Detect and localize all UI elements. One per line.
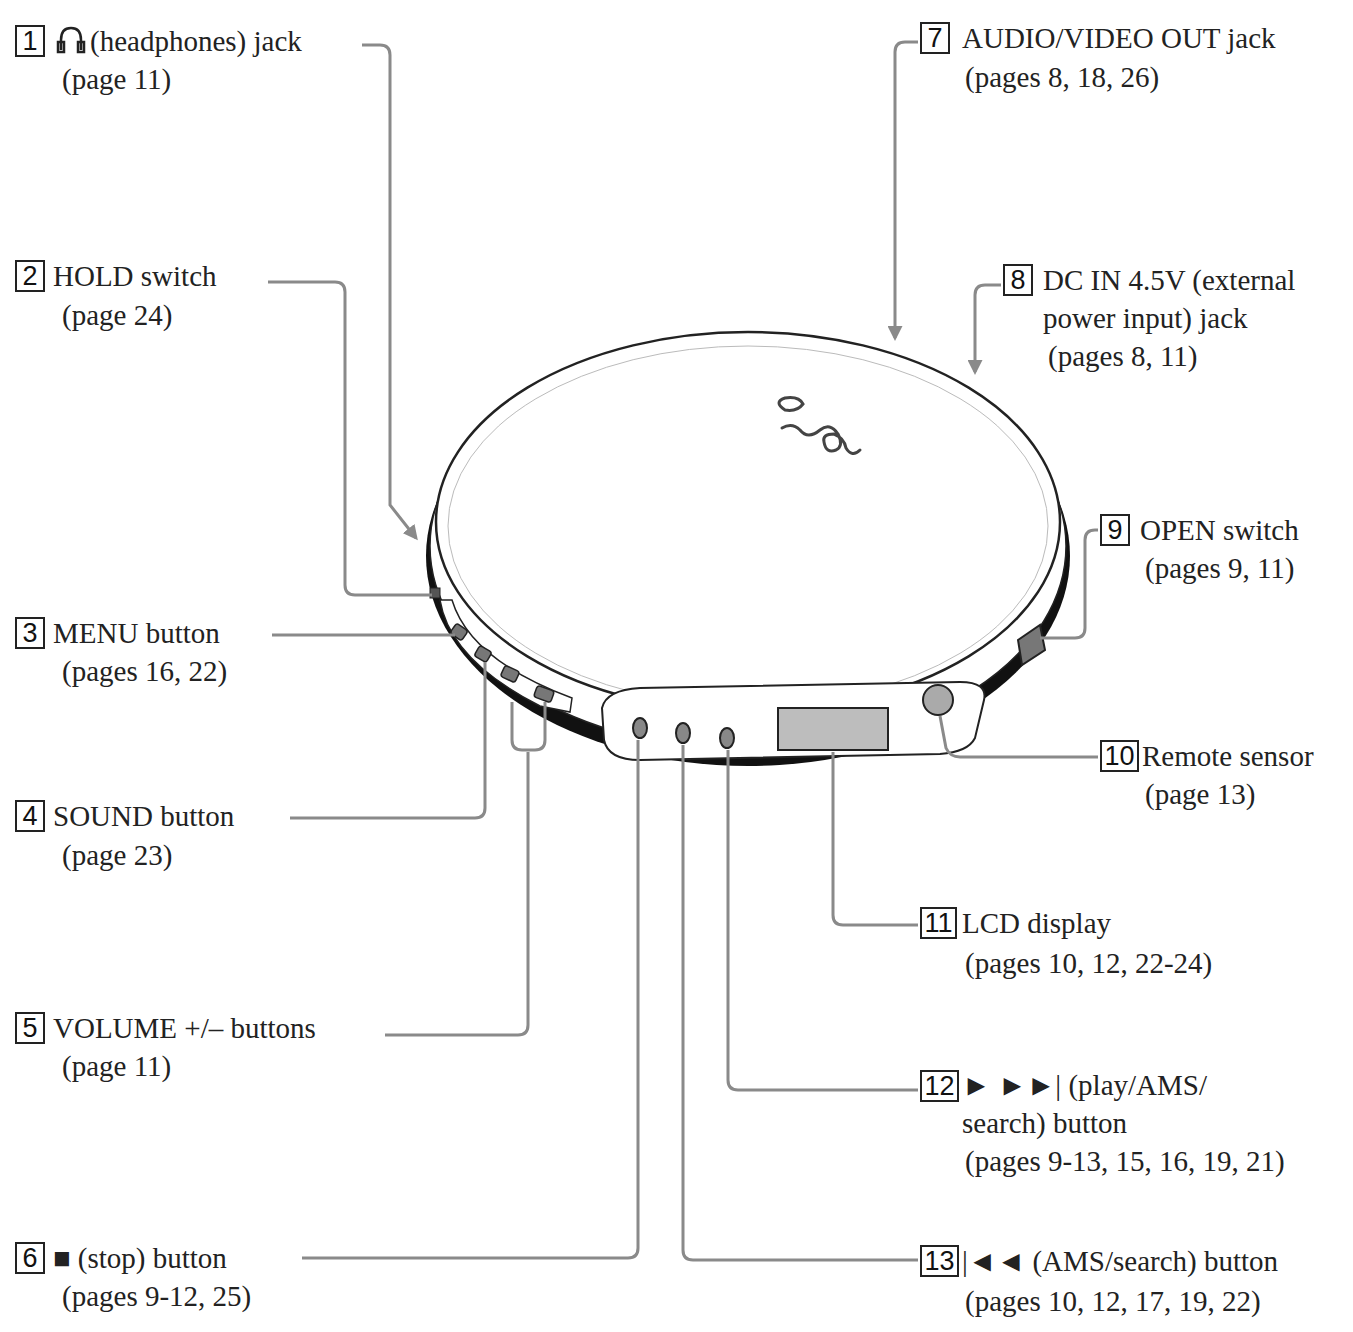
callout-number-text: 2 [22, 261, 37, 291]
callout-number: 12 [920, 1070, 959, 1102]
part-name: |◄◄ (AMS/search) button [962, 1242, 1278, 1280]
callout-number: 3 [15, 617, 45, 649]
part-name: LCD display [962, 904, 1111, 942]
callout-number-text: 6 [22, 1243, 37, 1273]
page-reference: (page 13) [1145, 775, 1255, 813]
leader-line [975, 285, 1001, 372]
callout-number-text: 3 [22, 618, 37, 648]
part-name: Remote sensor [1142, 737, 1314, 775]
part-name: ■ (stop) button [53, 1239, 227, 1277]
walkman-logo [779, 398, 860, 454]
leader-line [290, 662, 485, 818]
page-reference: (pages 9-12, 25) [62, 1277, 251, 1315]
page-reference: (page 24) [62, 296, 172, 334]
callout-number-text: 8 [1010, 265, 1025, 295]
callout-number-text: 9 [1107, 515, 1122, 545]
side-panel [440, 600, 572, 712]
lcd-display [778, 708, 888, 750]
callout-number-text: 7 [927, 23, 942, 53]
callout-number: 10 [1100, 740, 1139, 772]
page-reference: (pages 16, 22) [62, 652, 227, 690]
leader-line [683, 745, 918, 1260]
callout-number-text: 5 [22, 1013, 37, 1043]
leader-line [385, 752, 528, 1035]
page-reference: (page 11) [62, 1047, 171, 1085]
open-switch [1018, 625, 1045, 665]
leader-line [728, 750, 918, 1090]
callout-number-text: 11 [924, 908, 952, 938]
leader-line [1040, 530, 1098, 638]
part-name: MENU button [53, 614, 220, 652]
cd-player [426, 332, 1070, 766]
volume-plus-button [500, 665, 520, 683]
callout-number-text: 10 [1104, 741, 1134, 771]
stop-button [633, 718, 647, 738]
part-name: VOLUME +/– buttons [53, 1009, 316, 1047]
page-reference: (pages 10, 12, 22-24) [965, 944, 1212, 982]
callout-number: 1 [15, 25, 45, 57]
page-reference: (pages 9-13, 15, 16, 19, 21) [965, 1142, 1285, 1180]
play-button [720, 728, 734, 748]
callout-number: 8 [1003, 264, 1033, 296]
lid-edge [448, 346, 1048, 706]
part-name: ► ►►| (play/AMS/ search) button [962, 1066, 1262, 1142]
callout-number: 13 [920, 1245, 959, 1277]
callout-number: 5 [15, 1012, 45, 1044]
callout-number-text: 4 [22, 801, 37, 831]
leader-line [268, 282, 432, 595]
leader-line [940, 716, 1098, 757]
callout-number-text: 12 [924, 1071, 954, 1101]
page-reference: (page 11) [62, 60, 171, 98]
page-reference: (pages 8, 11) [1048, 337, 1198, 375]
leader-line [362, 45, 416, 538]
page-reference: (pages 8, 18, 26) [965, 58, 1159, 96]
part-name: SOUND button [53, 797, 234, 835]
leader-line [302, 740, 638, 1258]
part-name: (headphones) jack [90, 22, 302, 60]
lid [436, 332, 1060, 712]
part-name: OPEN switch [1140, 511, 1299, 549]
callout-number: 2 [15, 260, 45, 292]
callout-number-text: 1 [22, 26, 37, 56]
page-reference: (page 23) [62, 836, 172, 874]
page-reference: (pages 9, 11) [1145, 549, 1295, 587]
part-name: DC IN 4.5V (external power input) jack [1043, 261, 1348, 337]
front-panel [602, 682, 985, 760]
callout-number: 6 [15, 1242, 45, 1274]
callout-number: 4 [15, 800, 45, 832]
part-name: AUDIO/VIDEO OUT jack [962, 19, 1276, 57]
leader-line [895, 42, 918, 338]
sound-button [474, 645, 492, 662]
callout-number: 11 [920, 907, 957, 939]
callout-number-text: 13 [924, 1246, 954, 1276]
page-reference: (pages 10, 12, 17, 19, 22) [965, 1282, 1261, 1320]
part-name: HOLD switch [53, 257, 217, 295]
ams-button [676, 723, 690, 743]
menu-button [450, 623, 468, 641]
callout-number: 9 [1100, 514, 1130, 546]
leader-bracket [512, 702, 545, 750]
callout-number: 7 [920, 22, 950, 54]
volume-minus-button [533, 685, 554, 702]
leader-line [833, 752, 918, 925]
headphones-icon [58, 28, 84, 52]
remote-sensor [923, 685, 953, 715]
leader-line [272, 634, 455, 637]
